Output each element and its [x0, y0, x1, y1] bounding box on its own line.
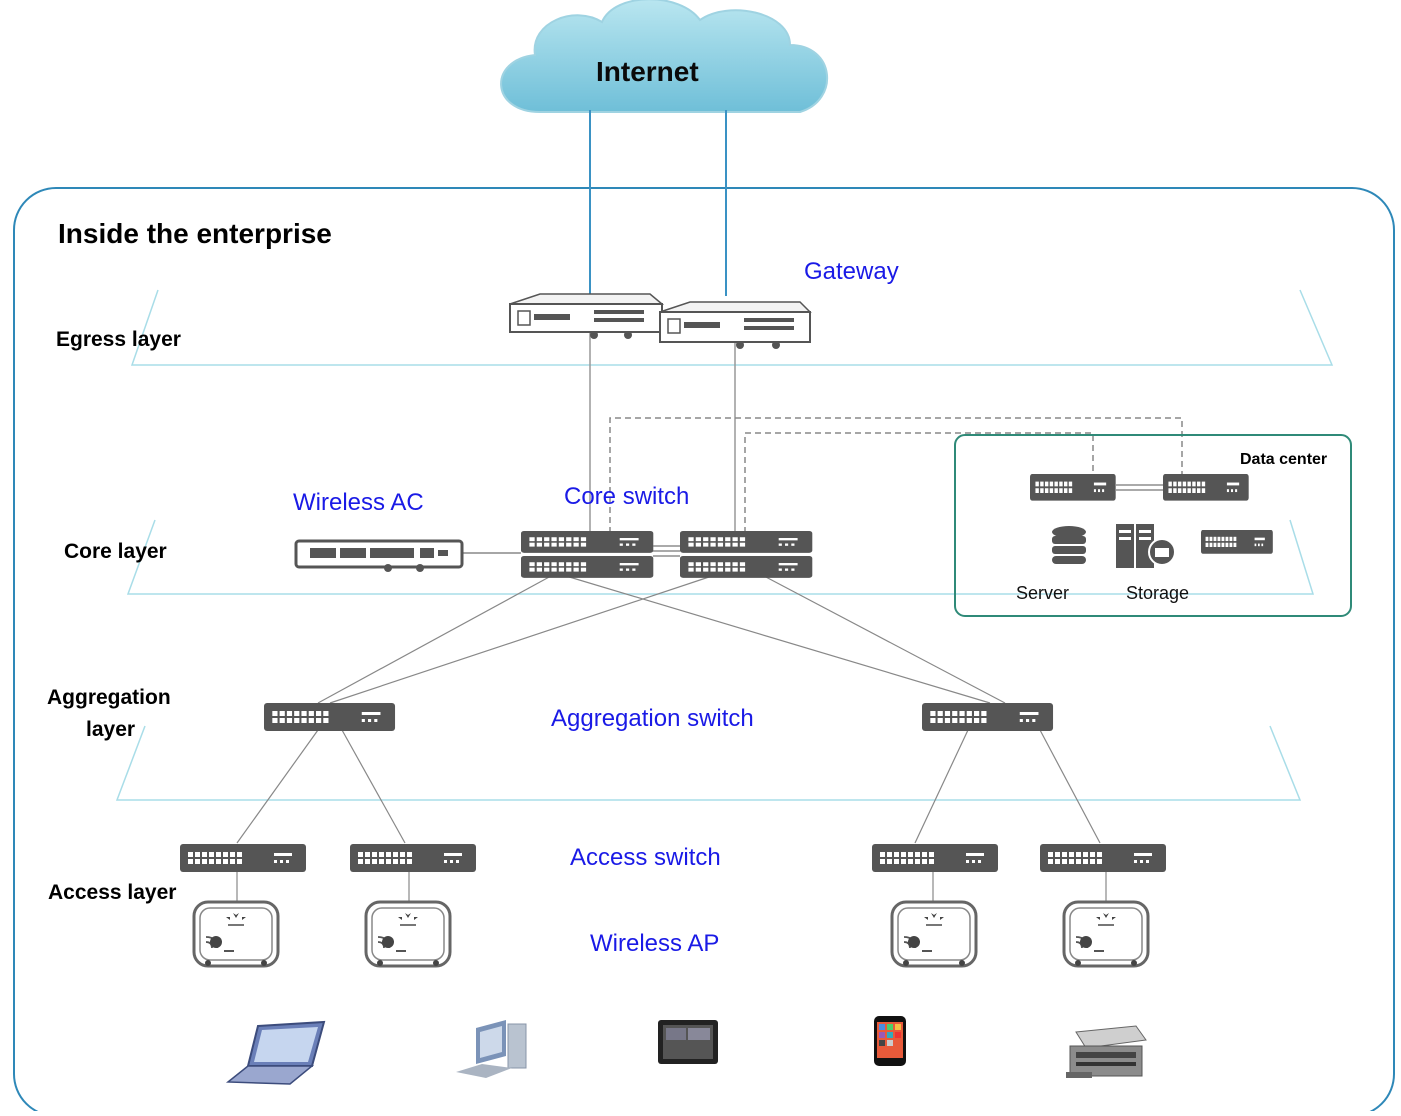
laptop-icon — [225, 1020, 326, 1085]
tablet-icon — [658, 1020, 718, 1064]
wireless-ap-label: Wireless AP — [590, 930, 720, 957]
server-icon — [1052, 526, 1086, 564]
egress-layer-label: Egress layer — [56, 328, 181, 351]
aggregation-layer-label-line1: Aggregation — [47, 686, 171, 709]
core-switch-label: Core switch — [564, 483, 690, 510]
core-switch-2 — [521, 556, 654, 578]
wireless-ac-label: Wireless AC — [293, 489, 424, 516]
datacenter-dashed-links — [609, 417, 1183, 533]
gateway-router-2 — [659, 301, 812, 349]
dc-interlink — [1116, 484, 1163, 491]
aggregation-layer-label-line2: layer — [86, 718, 136, 741]
access-switch-3 — [872, 844, 998, 872]
server-label: Server — [1016, 583, 1070, 603]
dc-switch-1 — [1030, 474, 1116, 501]
printer-icon — [1066, 1025, 1147, 1078]
data-center-box — [954, 434, 1352, 617]
internet-cloud — [500, 0, 828, 113]
desktop-icon — [456, 1020, 527, 1078]
core-switch-1 — [521, 531, 654, 553]
aggregation-switch-right — [922, 703, 1054, 731]
storage-icon — [1116, 524, 1176, 568]
gateway-label: Gateway — [804, 258, 899, 285]
core-switch-4 — [680, 556, 813, 578]
core-switch-3 — [680, 531, 813, 553]
access-switch-label: Access switch — [570, 844, 721, 871]
aggregation-switch-label: Aggregation switch — [551, 705, 754, 732]
layer-planes — [115, 289, 1334, 801]
data-center-title: Data center — [1240, 451, 1328, 468]
wireless-ap-4 — [1062, 900, 1150, 968]
dc-switch-2 — [1163, 474, 1249, 501]
gateway-router-1 — [509, 293, 665, 339]
egress-plane — [130, 289, 1334, 366]
core-aggregation-links — [317, 575, 1006, 704]
wireless-ap-2 — [364, 900, 452, 968]
aggregation-plane — [115, 725, 1302, 801]
wireless-ap-1 — [192, 900, 280, 968]
aggregation-access-links — [236, 729, 1101, 844]
wireless-ap-3 — [890, 900, 978, 968]
access-ap-links — [236, 872, 1107, 901]
internet-label: Internet — [596, 56, 699, 87]
aggregation-switch-left — [264, 703, 396, 731]
internet-links — [589, 110, 727, 296]
gateway-core-links — [589, 330, 736, 533]
dc-switch-3 — [1201, 530, 1273, 554]
access-switch-1 — [180, 844, 306, 872]
enterprise-boundary — [13, 187, 1395, 1116]
access-layer-label: Access layer — [48, 881, 177, 904]
core-layer-label: Core layer — [64, 540, 167, 563]
wireless-ac-device — [294, 539, 464, 572]
enterprise-title: Inside the enterprise — [58, 218, 332, 249]
storage-label: Storage — [1126, 583, 1190, 603]
phone-icon — [874, 1016, 906, 1066]
access-switch-4 — [1040, 844, 1166, 872]
core-plane — [126, 519, 1315, 595]
access-switch-2 — [350, 844, 476, 872]
core-interlink — [653, 545, 680, 557]
